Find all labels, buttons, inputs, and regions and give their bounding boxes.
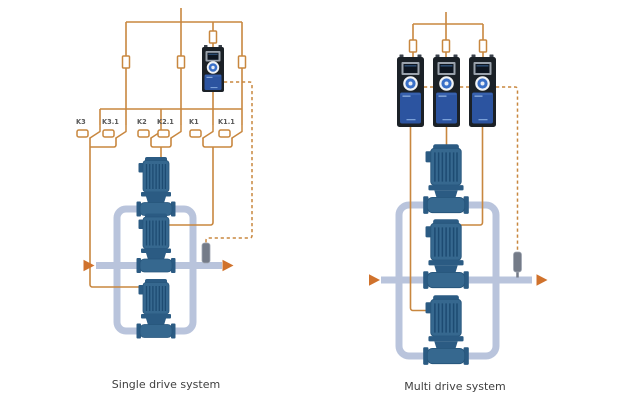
sensor-signal-line [205, 81, 253, 243]
contactor-k31 [102, 123, 127, 139]
contactor-k3 [76, 123, 101, 139]
caption-multi-drive: Multi drive system [404, 380, 506, 393]
flow-arrow-icon [222, 259, 234, 272]
variable-speed-drive-icon [397, 54, 424, 127]
contactor-label-k1: K1 [189, 118, 199, 126]
contactor-label-k11: K1.1 [218, 118, 235, 126]
pump-icon [135, 212, 177, 274]
contactor-k11 [218, 123, 243, 139]
contactor-label-k3: K3 [76, 118, 86, 126]
single-drive-system: K3 K3.1 K2 K2.1 K1 K1.1 Single drive sys… [76, 8, 253, 391]
contactor-label-k21: K2.1 [157, 118, 174, 126]
sensor-signal-line [424, 86, 519, 250]
multi-drive-system: Multi drive system [369, 12, 548, 393]
pump-icon [135, 156, 177, 218]
fuse-icon [441, 39, 451, 53]
pump-icon [422, 143, 470, 215]
pump-icon [422, 294, 470, 366]
variable-speed-drive-icon [469, 54, 496, 127]
fuse-icon [176, 55, 186, 69]
contactor-k1 [189, 123, 214, 139]
fuse-icon [408, 39, 418, 53]
pressure-sensor-icon [513, 251, 522, 278]
fuse-icon [121, 55, 131, 69]
fuse-icon [208, 30, 218, 44]
flow-arrow-icon [536, 274, 548, 286]
fuse-icon [237, 55, 247, 69]
contactor-label-k2: K2 [137, 118, 147, 126]
caption-single-drive: Single drive system [112, 378, 220, 391]
fuse-icon [478, 39, 488, 53]
variable-speed-drive-icon [202, 45, 224, 92]
power-wiring [89, 8, 243, 288]
flow-arrow-icon [83, 259, 95, 272]
pump-icon [135, 278, 177, 340]
variable-speed-drive-icon [433, 54, 460, 127]
flow-arrow-icon [369, 274, 380, 286]
contactor-label-k31: K3.1 [102, 118, 119, 126]
pressure-sensor-icon [201, 242, 211, 264]
pump-icon [422, 218, 470, 290]
